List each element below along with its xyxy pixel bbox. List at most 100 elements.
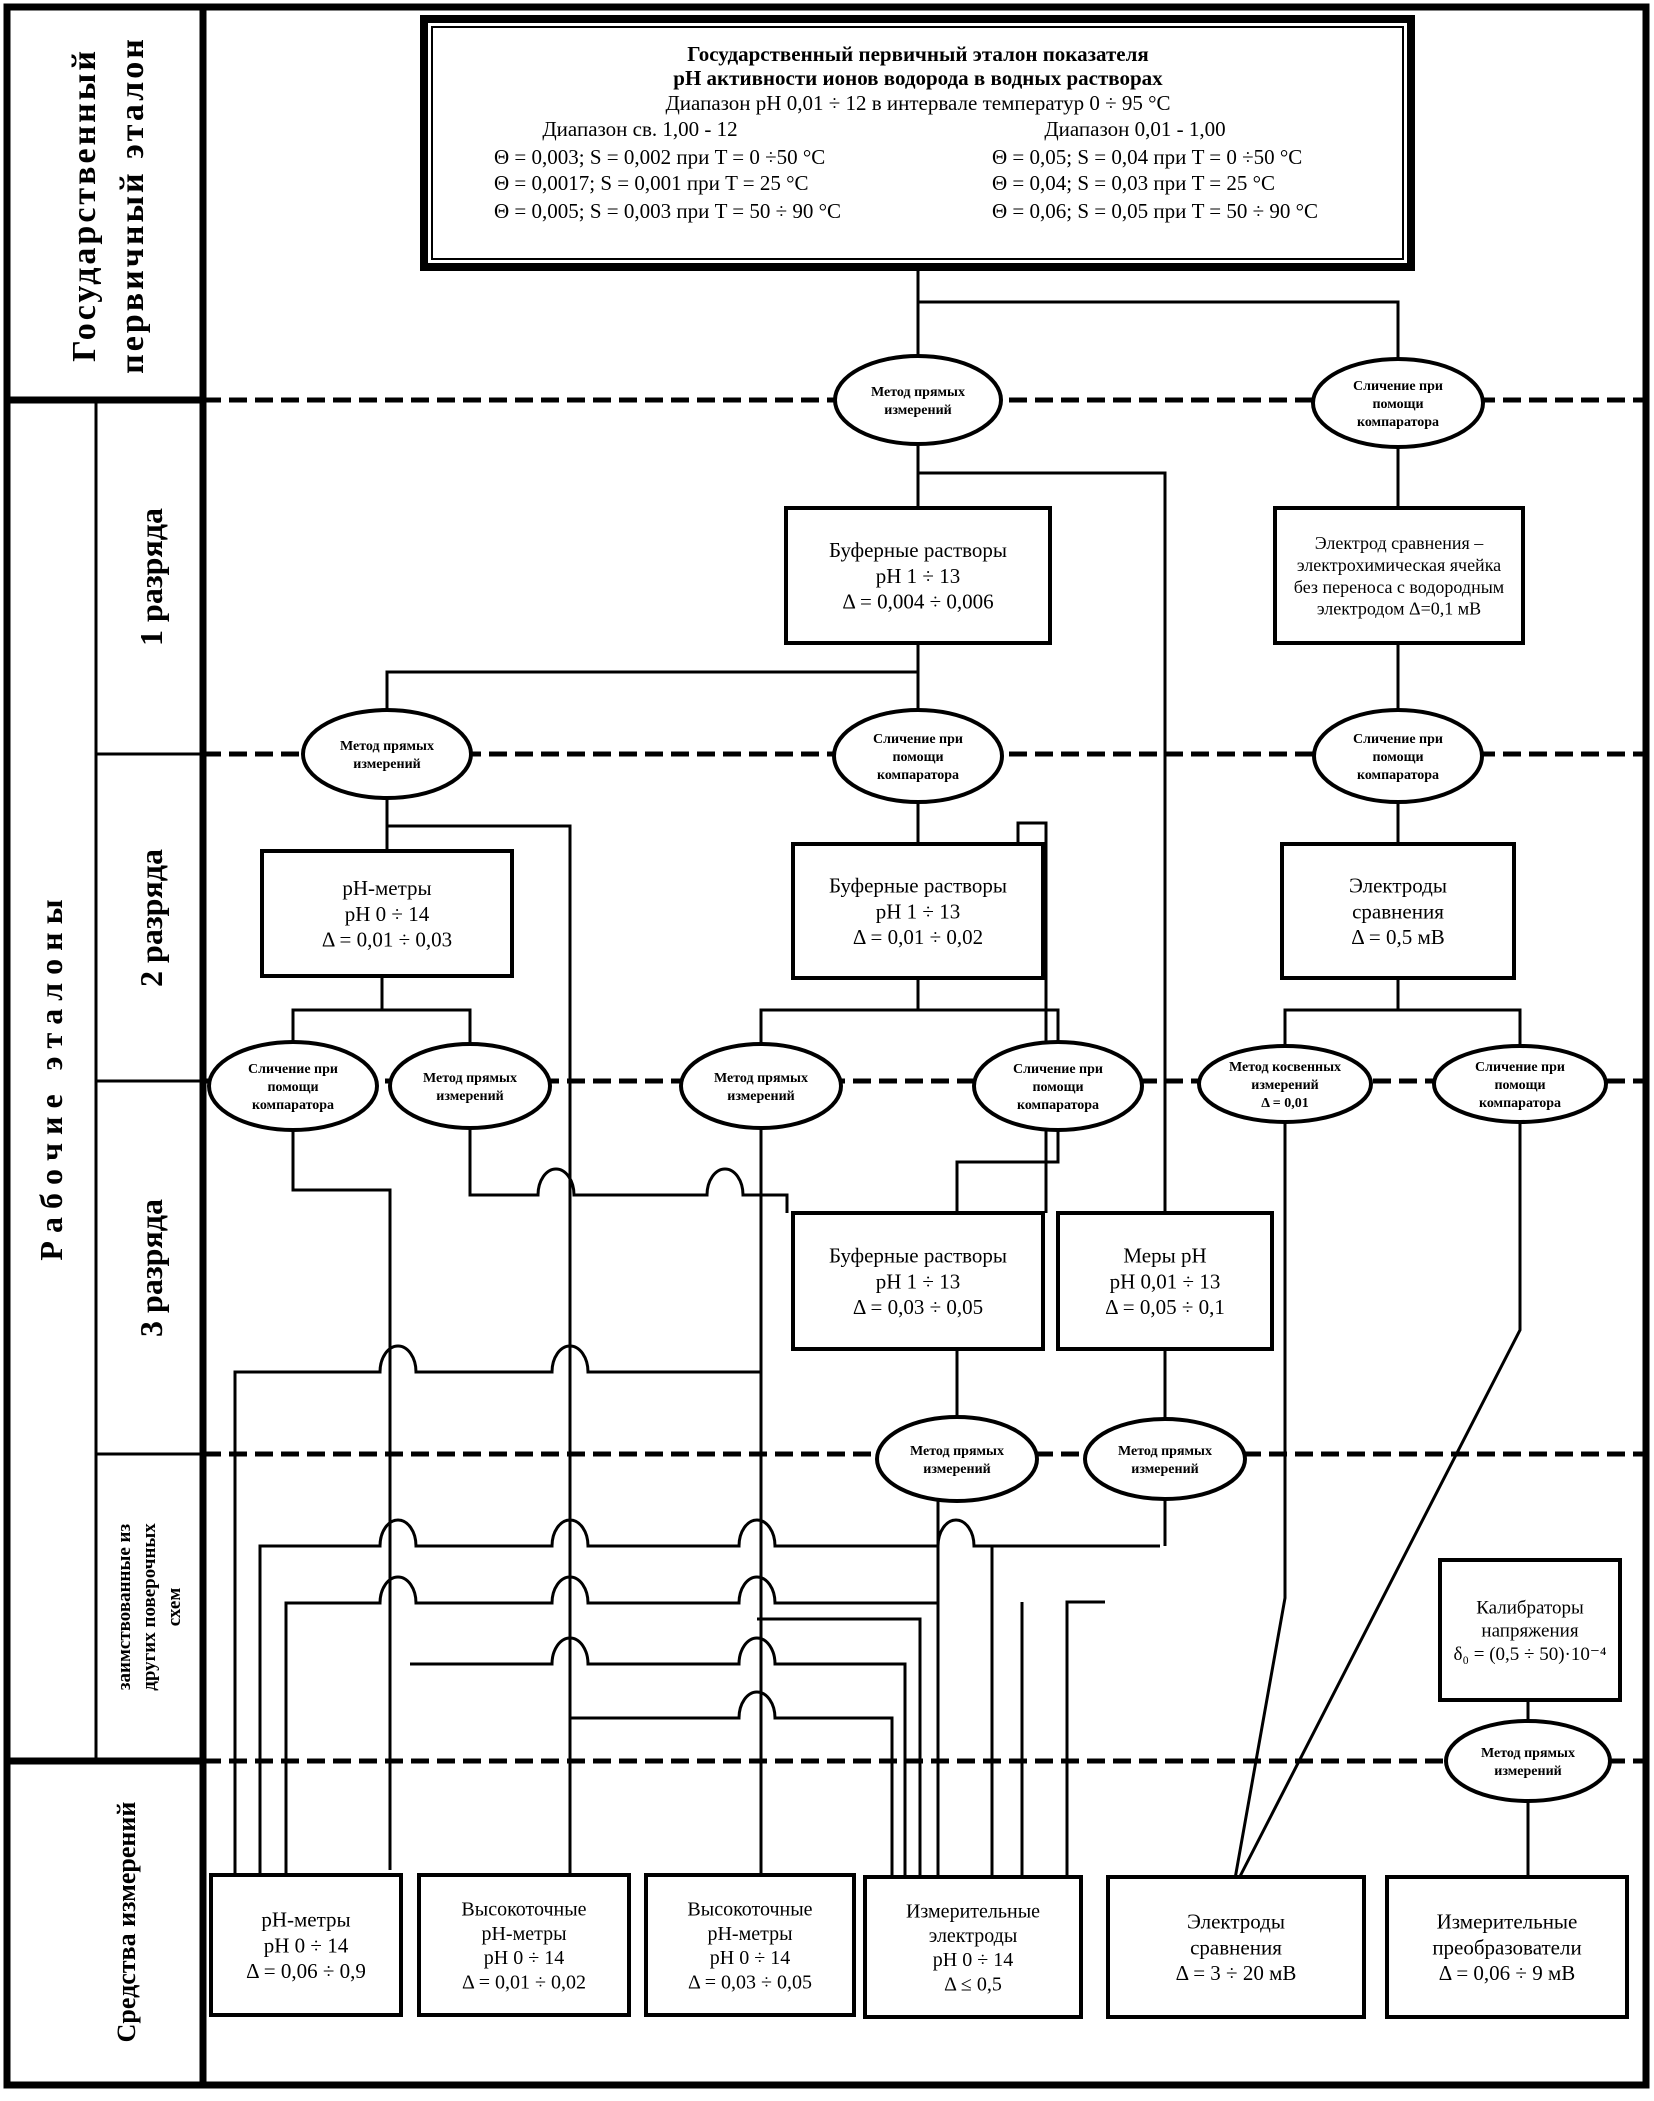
box-text-line: pH-метры	[261, 1908, 350, 1932]
ellipse-text-line: помощи	[1032, 1080, 1083, 1095]
ellipse-shape	[388, 1042, 552, 1130]
ellipse-text-line: измерений	[727, 1089, 794, 1104]
box-text-line: Δ = 0,03 ÷ 0,05	[853, 1295, 983, 1319]
left-param-3: Θ = 0,005; S = 0,003 при T = 50 ÷ 90 °C	[494, 199, 841, 223]
box-text-line: Высокоточные	[687, 1898, 812, 1920]
box-text-line: Меры pH	[1123, 1244, 1206, 1268]
ellipse-text-line: компаратора	[1479, 1096, 1561, 1111]
box-text-line: преобразователи	[1432, 1935, 1581, 1959]
connector	[410, 1636, 907, 1890]
box-text-line: Δ = 0,06 ÷ 9 мВ	[1439, 1961, 1576, 1985]
ellipse-text-line: Метод прямых	[1118, 1444, 1212, 1459]
box-text-line: pH-метры	[707, 1923, 792, 1945]
box-text-line: pH 0 ÷ 14	[933, 1949, 1013, 1971]
box-text-line: Δ = 0,01 ÷ 0,02	[853, 925, 983, 949]
box-text-line: Измерительные	[906, 1900, 1040, 1922]
box-frame	[1056, 1211, 1274, 1351]
ellipse-text-line: помощи	[1372, 397, 1423, 412]
box-text-line: δ₀ = (0,5 ÷ 50)·10⁻⁴	[1453, 1644, 1606, 1665]
ellipse-text-line: компаратора	[877, 768, 959, 783]
ellipse-shape	[1432, 1044, 1608, 1124]
ellipse-shape	[679, 1042, 843, 1130]
box-text-line: Δ = 0,05 ÷ 0,1	[1105, 1295, 1225, 1319]
ellipse-text-line: компаратора	[1357, 415, 1439, 430]
box-text-line: напряжения	[1481, 1621, 1578, 1642]
box-text-line: pH 0 ÷ 14	[345, 902, 430, 926]
box-text-line: pH 1 ÷ 13	[876, 899, 960, 923]
ellipse-text-line: измерений	[1131, 1462, 1198, 1477]
connector	[387, 824, 572, 1890]
box-text-line: pH 0 ÷ 14	[710, 1947, 790, 1969]
box-text-line: Δ = 0,01 ÷ 0,03	[322, 927, 452, 951]
ellipse-text-line: Метод прямых	[423, 1071, 517, 1086]
connector	[570, 1690, 894, 1890]
ellipse-text-line: измерений	[436, 1089, 503, 1104]
box-frame	[1273, 506, 1525, 645]
box-text-line: pH 0 ÷ 14	[484, 1947, 564, 1969]
ellipse-shape	[1444, 1719, 1612, 1803]
ellipse-text-line: Сличение при	[1475, 1060, 1565, 1075]
box-text-line: Δ = 0,01 ÷ 0,02	[462, 1972, 586, 1994]
connector	[1231, 1118, 1287, 1891]
ellipse-shape	[875, 1415, 1039, 1503]
ellipse-text-line: Δ = 0,01	[1261, 1096, 1308, 1111]
ellipse-text-line: Сличение при	[1353, 379, 1443, 394]
connector	[291, 976, 384, 1048]
ellipse-text-line: измерений	[1251, 1078, 1318, 1093]
box-frame	[209, 1873, 403, 2017]
connector	[1065, 1600, 1105, 1890]
connector	[382, 1008, 472, 1048]
ellipse-shape	[1197, 1044, 1373, 1124]
connector	[1016, 821, 1048, 1213]
ellipse-shape	[301, 708, 473, 800]
box-text-line: Δ ≤ 0,5	[944, 1974, 1002, 1996]
box-text-line: pH 0 ÷ 14	[264, 1933, 349, 1957]
connector	[291, 1124, 392, 1870]
right-param-2: Θ = 0,04; S = 0,03 при T = 25 °C	[992, 171, 1275, 195]
ellipse-text-line: Метод прямых	[910, 1444, 1004, 1459]
right-param-3: Θ = 0,06; S = 0,05 при T = 50 ÷ 90 °C	[992, 199, 1318, 223]
box-text-line: pH-метры	[342, 876, 431, 900]
method-comparator-l1: Сличение при помощи компаратора	[1311, 357, 1485, 449]
box-frame	[644, 1873, 856, 2017]
box-text-line: без переноса с водородным	[1294, 577, 1504, 597]
ellipse-text-line: Метод прямых	[1481, 1746, 1575, 1761]
primary-title-line2: pH активности ионов водорода в водных ра…	[673, 66, 1163, 90]
label-primary-line1: Государственный	[66, 48, 103, 362]
label-working-standards: Р а б о ч и е э т а л о н ы	[33, 899, 69, 1260]
connector	[759, 978, 920, 1048]
label-borrowed-line2: других поверочных	[139, 1523, 160, 1691]
box-frame	[791, 842, 1045, 980]
box-text-line: сравнения	[1190, 1935, 1282, 1959]
connector	[918, 300, 1400, 375]
primary-range: Диапазон pH 0,01 ÷ 12 в интервале темпер…	[665, 91, 1170, 115]
connector	[918, 1008, 1060, 1048]
box-text-line: Δ = 0,004 ÷ 0,006	[842, 589, 993, 613]
box-text-line: Δ = 0,06 ÷ 0,9	[246, 1959, 366, 1983]
method-direct-l4-right: Метод прямых измерений	[1083, 1417, 1247, 1501]
label-primary-line2: первичный эталон	[114, 36, 151, 374]
box-text-line: электроды	[929, 1925, 1018, 1947]
range-right-heading: Диапазон 0,01 - 1,00	[1044, 117, 1225, 141]
ellipse-shape	[832, 708, 1004, 804]
box-frame	[784, 506, 1052, 645]
box-text-line: Δ = 3 ÷ 20 мВ	[1176, 1961, 1297, 1985]
box-text-line: Измерительные	[1437, 1910, 1578, 1934]
ellipse-shape	[833, 354, 1003, 446]
ellipse-text-line: помощи	[267, 1080, 318, 1095]
